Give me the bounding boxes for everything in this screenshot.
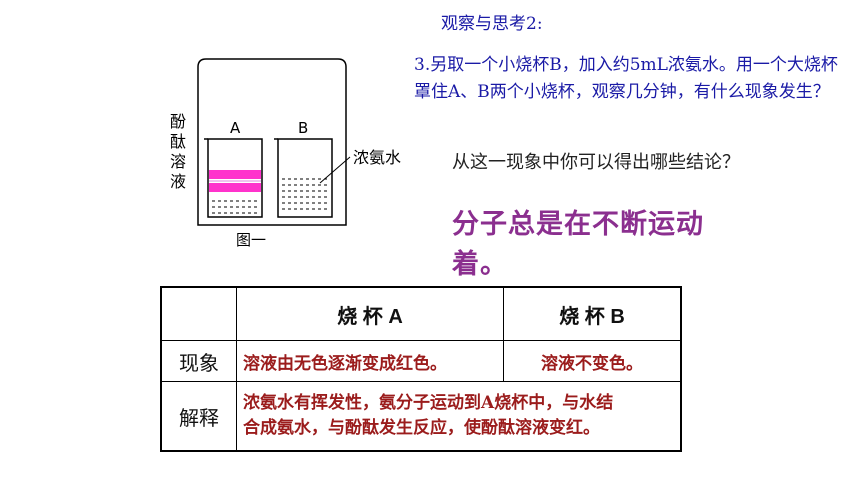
beaker-b-liquid [282,178,328,210]
row-label: 解释 [160,381,237,452]
figure-caption: 图一 [236,231,266,249]
table-header-empty [160,286,237,341]
row-label: 现象 [160,340,237,382]
slide-heading: 观察与思考2: [441,14,543,34]
answer-text: 分子总是在不断运动着。 [452,209,704,280]
question-text: 从这一现象中你可以得出哪些结论？ [452,152,740,173]
table-row: 解释 浓氨水有挥发性，氨分子运动到A烧杯中，与水结合成氨水，与酚酞发生反应，使酚… [160,381,682,452]
label-a: A [230,119,241,137]
label-right: 浓氨水 [353,148,401,167]
large-beaker-outline [197,58,347,226]
ammonia-pointer [319,156,351,184]
table-header-row: 烧 杯 A 烧 杯 B [160,286,682,341]
label-b: B [298,119,308,137]
beaker-b-outline [277,138,333,218]
beaker-a-outline [207,138,263,218]
beaker-diagram: A B 浓氨水 图一 酚酞溶液 [170,58,401,249]
cell-a: 溶液由无色逐渐变成红色。 [236,340,504,382]
cell-b: 溶液不变色。 [503,340,682,382]
beaker-a-pink-liquid [209,170,261,179]
cell-explanation: 浓氨水有挥发性，氨分子运动到A烧杯中，与水结合成氨水，与酚酞发生反应，使酚酞溶液… [236,381,682,452]
table-row: 现象 溶液由无色逐渐变成红色。 溶液不变色。 [160,340,682,382]
result-table: 烧 杯 A 烧 杯 B 现象 溶液由无色逐渐变成红色。 溶液不变色。 解释 浓氨… [160,286,682,452]
table-header-b: 烧 杯 B [503,286,682,341]
label-left: 酚酞溶液 [170,112,186,191]
step-text: 3.另取一个小烧杯B，加入约5mL浓氨水。用一个大烧杯罩住A、B两个小烧杯，观察… [414,55,838,102]
table-header-a: 烧 杯 A [236,286,504,341]
